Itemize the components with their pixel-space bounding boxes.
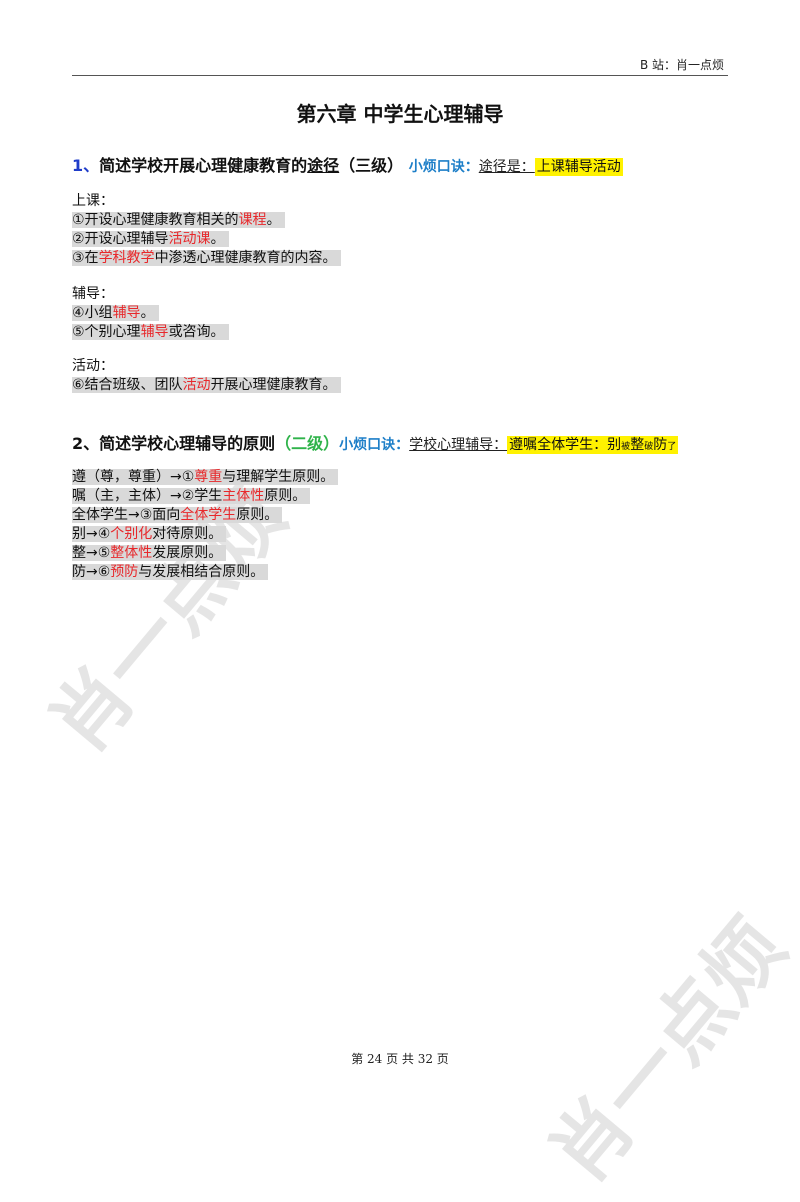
list-item: ⑥结合班级、团队活动开展心理健康教育。 [72,376,341,395]
section1-heading: 1、简述学校开展心理健康教育的途径（三级） 小烦口诀：途径是：上课辅导活动 [72,152,623,176]
section1-mnemonic-value: 上课辅导活动 [534,158,623,176]
section1-group-1: 上课： ①开设心理健康教育相关的课程。 ②开设心理辅导活动课。 ③在学科教学中渗… [72,192,341,268]
list-item: 全体学生→③面向全体学生原则。 [72,506,338,525]
section2-title: 简述学校心理辅导的原则 [99,434,276,453]
section2-mnemonic-key: 学校心理辅导： [409,437,508,453]
section2-mnemonic-label: 小烦口诀： [339,437,410,453]
header-rule [72,75,728,76]
list-item: 整→⑤整体性发展原则。 [72,544,338,563]
section1-title: 简述学校开展心理健康教育的 [99,156,308,175]
list-item: 嘱（主，主体）→②学生主体性原则。 [72,487,338,506]
list-item: ①开设心理健康教育相关的课程。 [72,211,341,230]
page-footer: 第 24 页 共 32 页 [351,1052,449,1066]
section1-mnemonic-label: 小烦口诀： [408,159,479,175]
section1-group-3: 活动： ⑥结合班级、团队活动开展心理健康教育。 [72,357,341,395]
section1-number: 1、 [72,156,100,175]
section2-principles: 遵（尊，尊重）→①尊重与理解学生原则。 嘱（主，主体）→②学生主体性原则。 全体… [72,468,339,582]
section1-group-2: 辅导： ④小组辅导。 ⑤个别心理辅导或咨询。 [72,285,229,342]
section1-title-underlined: 途径 [307,156,340,175]
watermark-bottom-right: 肖一点烦 [533,902,800,1200]
section2-heading: 2、简述学校心理辅导的原则（二级）小烦口诀：学校心理辅导：遵嘱全体学生：别被整破… [72,430,679,454]
page-title: 第六章 中学生心理辅导 [296,102,504,126]
list-item: 防→⑥预防与发展相结合原则。 [72,563,338,582]
list-item: 遵（尊，尊重）→①尊重与理解学生原则。 [72,468,339,487]
section2-level: （二级） [275,434,340,453]
section2-mnemonic-value: 遵嘱全体学生：别被整破防了 [507,436,679,454]
section1-mnemonic-key: 途径是： [478,159,535,175]
list-item: ③在学科教学中渗透心理健康教育的内容。 [72,249,341,268]
group-label: 活动： [72,358,114,374]
section2-number: 2、 [72,434,100,453]
header-text: B 站：肖一点烦 [639,58,724,72]
section1-level: （三级） [339,156,404,175]
group-label: 上课： [72,193,114,209]
list-item: 别→④个别化对待原则。 [72,525,338,544]
group-label: 辅导： [72,286,114,302]
list-item: ⑤个别心理辅导或咨询。 [72,323,229,342]
list-item: ②开设心理辅导活动课。 [72,230,341,249]
list-item: ④小组辅导。 [72,304,229,323]
